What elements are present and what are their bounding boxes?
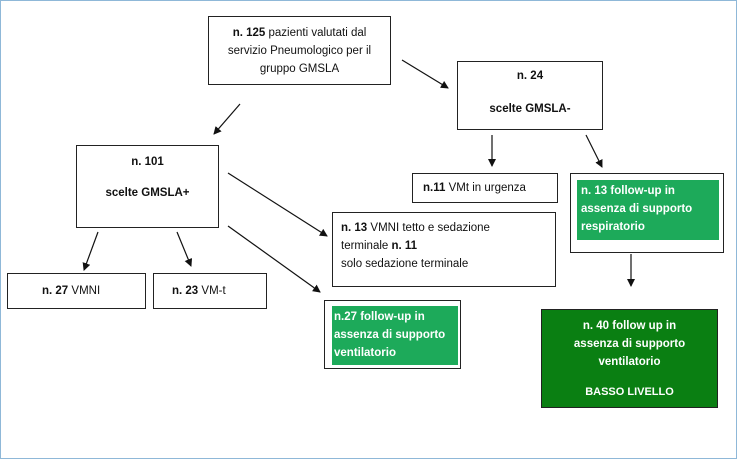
node-followup-13: n. 13 follow-up in assenza di supporto r… <box>570 173 724 253</box>
node-gmsla-minus-count: n. 24 <box>516 70 544 82</box>
node-followup-27-line2: assenza di supporto <box>334 329 446 341</box>
arrow-gm-plus-to-vmt-23 <box>176 231 193 267</box>
node-vmni-13-line2b: n. 11 <box>391 240 418 252</box>
node-root-count: n. 125 <box>232 26 266 39</box>
node-vmt-urgenza-text: VMt in urgenza <box>445 182 526 194</box>
node-vmni-13-line3: solo sedazione terminale <box>341 258 469 270</box>
node-followup-27-fill: n.27 follow-up in assenza di supporto ve… <box>332 306 458 365</box>
node-gmsla-minus: n. 24 scelte GMSLA- <box>457 61 603 130</box>
node-followup-13-fill: n. 13 follow-up in assenza di supporto r… <box>577 180 719 240</box>
node-followup-40-line3: ventilatorio <box>598 355 661 368</box>
node-vmni-27: n. 27 VMNI <box>7 273 146 309</box>
node-vmni-13-line2a: terminale <box>341 240 392 252</box>
node-gmsla-plus-label: scelte GMSLA+ <box>105 187 190 199</box>
arrow-gm-plus-to-vmni-13 <box>227 172 328 237</box>
node-vmni-13: n. 13 VMNI tetto e sedazione terminale n… <box>332 212 556 287</box>
node-followup-27: n.27 follow-up in assenza di supporto ve… <box>324 300 461 369</box>
node-followup-40-line4: BASSO LIVELLO <box>585 385 674 398</box>
node-root: n. 125 pazienti valutati dal servizio Pn… <box>208 16 391 85</box>
arrow-root-to-gm-minus <box>401 59 449 89</box>
node-vmt-23-count: n. 23 <box>172 285 199 297</box>
arrow-gm-minus-to-followup-13 <box>585 134 603 168</box>
node-root-text3: gruppo GMSLA <box>259 62 340 75</box>
node-followup-13-line3: respiratorio <box>581 221 645 233</box>
node-followup-13-line2: assenza di supporto <box>581 203 693 215</box>
node-gmsla-plus: n. 101 scelte GMSLA+ <box>76 145 219 228</box>
node-root-text1: pazienti valutati dal <box>265 26 367 39</box>
node-vmni-13-count: n. 13 <box>341 222 368 234</box>
node-vmni-27-text: VMNI <box>68 285 101 297</box>
node-vmni-13-line1: VMNI tetto e sedazione <box>367 222 490 234</box>
arrow-gm-plus-to-vmni-27 <box>82 231 99 271</box>
node-followup-40: n. 40 follow up in assenza di supporto v… <box>541 309 718 408</box>
node-followup-40-line1: n. 40 follow up in <box>582 319 677 332</box>
node-followup-13-line1: n. 13 follow-up in <box>581 185 675 197</box>
node-vmt-23-text: VM-t <box>198 285 226 297</box>
arrow-root-to-gm-plus <box>213 103 241 135</box>
node-vmni-27-count: n. 27 <box>42 285 69 297</box>
node-root-text2: servizio Pneumologico per il <box>227 44 372 57</box>
node-followup-40-line2: assenza di supporto <box>573 337 686 350</box>
node-gmsla-minus-label: scelte GMSLA- <box>489 103 571 115</box>
node-followup-27-line1: n.27 follow-up in <box>334 311 425 323</box>
node-followup-27-line3: ventilatorio <box>334 347 396 359</box>
node-vmt-urgenza-count: n.11 <box>423 182 446 194</box>
node-vmt-23: n. 23 VM-t <box>153 273 267 309</box>
node-vmt-urgenza: n.11 VMt in urgenza <box>412 173 558 203</box>
arrow-gm-plus-to-followup-27 <box>227 225 321 293</box>
node-gmsla-plus-count: n. 101 <box>131 156 164 168</box>
